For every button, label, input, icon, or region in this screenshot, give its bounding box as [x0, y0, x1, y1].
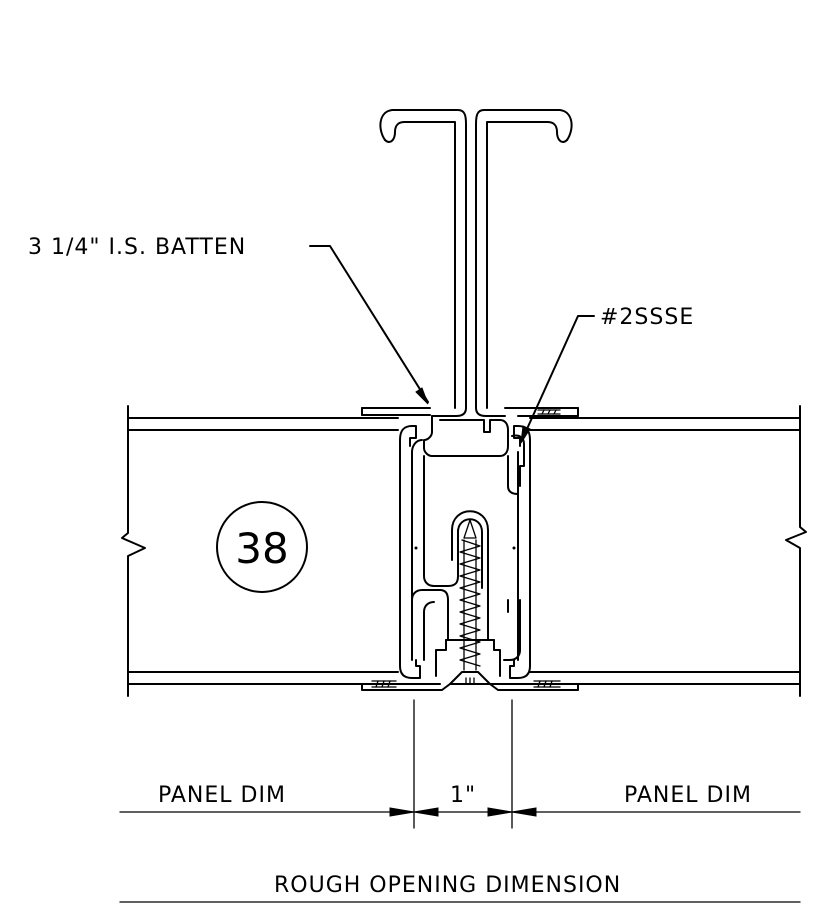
right-break-line [785, 405, 807, 697]
gap-dimension-label: 1" [450, 783, 476, 808]
batten-label: 3 1/4" I.S. BATTEN [28, 235, 246, 260]
mullion-extrusion [361, 415, 579, 691]
batten-profile [361, 109, 579, 417]
dim-arrow-left-outer [389, 807, 415, 817]
dim-arrow-right-outer [511, 807, 537, 817]
screw-thread [459, 539, 481, 667]
panel-dim-left-label: PANEL DIM [158, 783, 286, 808]
left-break-line [121, 405, 146, 697]
screw-leader [520, 315, 595, 444]
screw-label: #2SSSE [600, 305, 694, 330]
right-panel [529, 405, 807, 697]
panel-number-callout: 38 [216, 501, 308, 593]
dim-arrow-left-inner [413, 807, 439, 817]
screw-assembly [435, 510, 501, 685]
dimension-lines [119, 699, 801, 903]
panel-dim-right-label: PANEL DIM [624, 783, 752, 808]
panel-number-label: 38 [235, 524, 288, 573]
panel-number-circle [216, 501, 308, 593]
rough-opening-label: ROUGH OPENING DIMENSION [274, 873, 621, 898]
left-panel [121, 405, 399, 697]
dim-arrow-right-inner [487, 807, 513, 817]
batten-leader [309, 245, 429, 405]
